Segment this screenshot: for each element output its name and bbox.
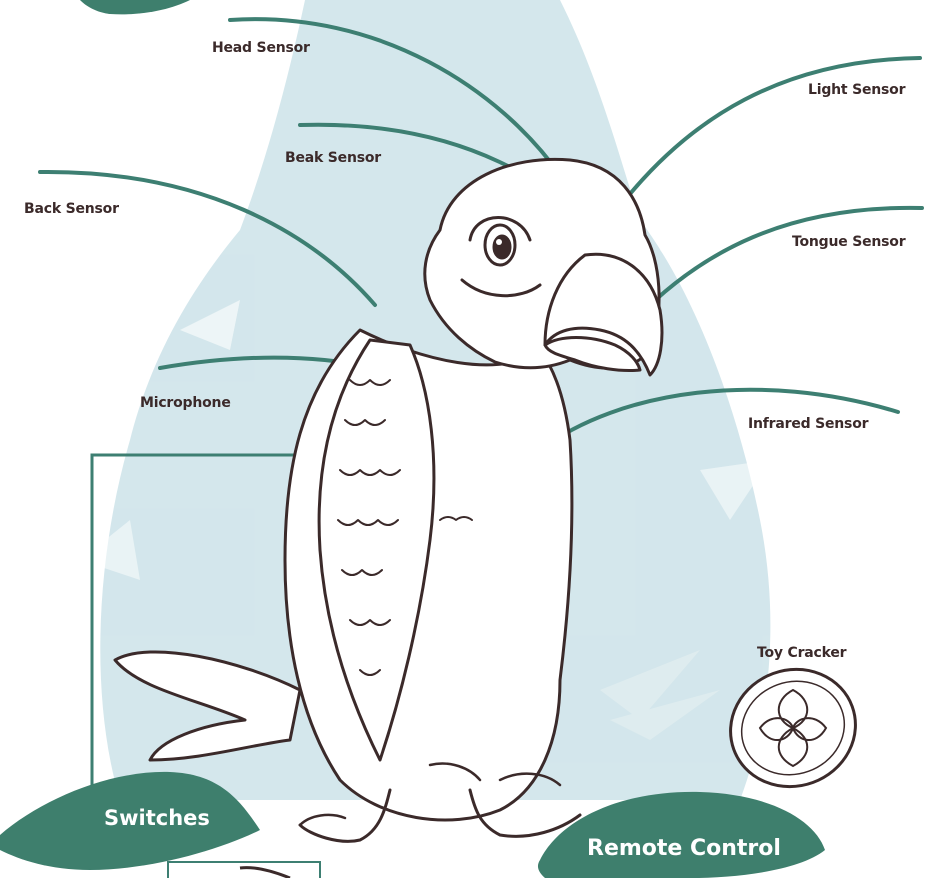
toy-cracker-label: Toy Cracker xyxy=(757,645,846,661)
back-sensor-label: Back Sensor xyxy=(24,201,119,217)
remote-leaf-icon xyxy=(538,792,825,878)
switch-box xyxy=(168,862,320,878)
leader-light-sensor xyxy=(625,58,920,200)
tongue-sensor-label: Tongue Sensor xyxy=(792,234,905,250)
remote-control-label: Remote Control xyxy=(587,836,781,861)
infrared-sensor-label: Infrared Sensor xyxy=(748,416,868,432)
light-sensor-label: Light Sensor xyxy=(808,82,905,98)
beak-sensor-label: Beak Sensor xyxy=(285,150,381,166)
switches-label: Switches xyxy=(104,806,210,830)
microphone-label: Microphone xyxy=(140,395,231,411)
top-leaf-fragment xyxy=(80,0,190,14)
head-sensor-label: Head Sensor xyxy=(212,40,310,56)
